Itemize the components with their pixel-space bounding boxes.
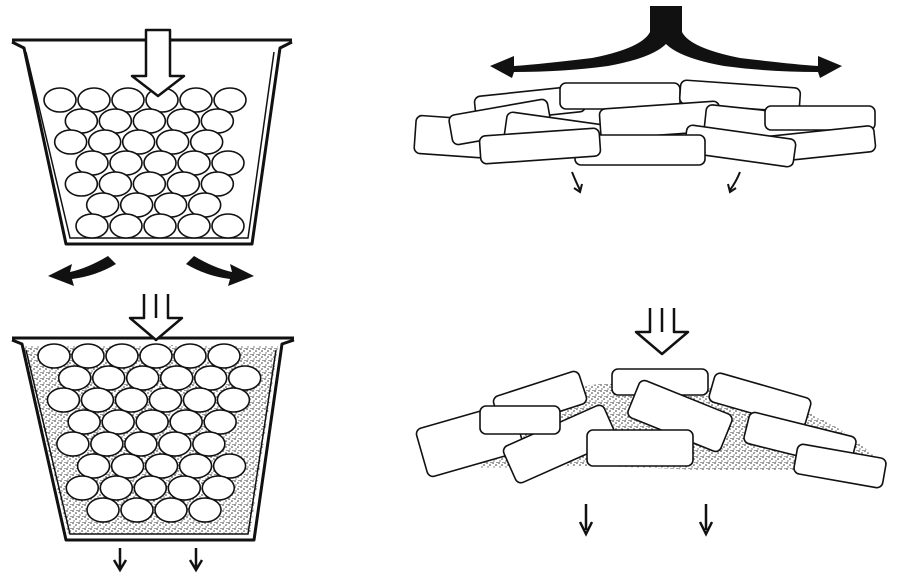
sphere: [173, 343, 207, 369]
matrix-blob: [233, 439, 247, 453]
bottom-left-panel: [11, 294, 295, 573]
split-arrow: [490, 6, 842, 78]
sphere: [91, 365, 126, 391]
sphere: [67, 409, 101, 435]
beaker-bottom-inner-wall: [25, 349, 277, 535]
sphere: [213, 87, 247, 113]
sphere: [76, 453, 111, 479]
sphere: [143, 213, 177, 239]
plate: [764, 105, 876, 131]
sphere-packing-bottom: [37, 343, 262, 523]
sphere: [177, 213, 211, 239]
sphere: [155, 129, 190, 155]
sphere-packing-top: [43, 87, 247, 239]
outflow-arrow-plates-left: [578, 504, 594, 537]
sphere: [65, 475, 100, 501]
sphere: [114, 387, 149, 413]
sphere: [189, 129, 224, 155]
outflow-arrow-right: [188, 548, 204, 573]
drip-arrow-left: [571, 171, 583, 194]
sphere: [158, 431, 192, 457]
sphere: [227, 365, 262, 391]
sphere: [192, 431, 226, 457]
sphere: [200, 171, 235, 197]
pressure-arrow-bottom-left: [128, 294, 184, 342]
sphere: [178, 453, 213, 479]
beaker-top-outline: [11, 40, 293, 246]
plate: [478, 127, 602, 165]
beaker-bottom-outline: [11, 338, 295, 542]
plate: [479, 405, 561, 435]
sphere: [110, 453, 145, 479]
sphere: [46, 387, 81, 413]
sphere: [71, 343, 105, 369]
sphere: [139, 343, 173, 369]
outflow-arrow-left: [112, 548, 128, 573]
sphere: [98, 171, 133, 197]
sphere: [188, 497, 222, 523]
sphere: [203, 409, 237, 435]
pressure-arrow-bottom-right: [634, 308, 690, 356]
sphere: [120, 497, 154, 523]
sphere: [148, 387, 183, 413]
plate-stack-bottom: [415, 368, 887, 489]
bottom-right-panel: [415, 308, 887, 537]
plate: [793, 443, 887, 489]
drip-arrow-right: [727, 171, 741, 194]
sphere: [64, 171, 99, 197]
sphere: [77, 87, 111, 113]
sphere: [43, 87, 77, 113]
sphere: [105, 343, 139, 369]
sphere: [216, 387, 251, 413]
sphere: [135, 409, 169, 435]
sphere: [169, 409, 203, 435]
sphere: [154, 497, 188, 523]
pressure-arrow-top-left: [130, 28, 186, 98]
sphere: [133, 475, 168, 501]
sphere: [159, 365, 194, 391]
sphere: [211, 213, 245, 239]
sphere: [121, 129, 156, 155]
sphere: [101, 409, 135, 435]
sphere: [109, 213, 143, 239]
sphere: [132, 171, 167, 197]
sphere: [111, 87, 145, 113]
sphere: [90, 431, 124, 457]
top-left-panel: [11, 28, 293, 286]
sphere: [144, 453, 179, 479]
sphere: [193, 365, 228, 391]
sphere: [53, 129, 88, 155]
top-right-panel: [413, 6, 877, 194]
sphere: [99, 475, 134, 501]
sphere: [57, 365, 92, 391]
sphere: [80, 387, 115, 413]
sphere: [166, 171, 201, 197]
sphere: [201, 475, 236, 501]
sphere: [75, 213, 109, 239]
sphere: [37, 343, 71, 369]
plate-stack-top: [413, 79, 877, 168]
sphere: [207, 343, 241, 369]
flow-arrow-right: [186, 256, 254, 286]
sphere: [125, 365, 160, 391]
sphere: [87, 129, 122, 155]
flow-arrow-left: [48, 256, 116, 286]
sphere: [167, 475, 202, 501]
sphere: [212, 453, 247, 479]
sphere: [86, 497, 120, 523]
sphere: [182, 387, 217, 413]
sphere: [179, 87, 213, 113]
outflow-arrow-plates-right: [698, 504, 714, 537]
sphere: [124, 431, 158, 457]
plate: [586, 429, 694, 467]
sphere: [56, 431, 90, 457]
